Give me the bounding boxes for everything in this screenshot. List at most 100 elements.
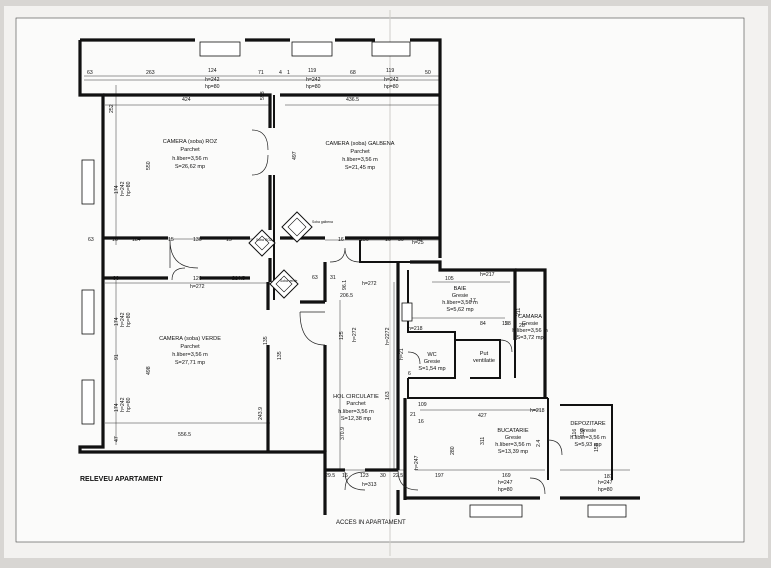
- window-bucatarie: [469, 504, 523, 518]
- svg-text:28: 28: [505, 321, 511, 327]
- svg-text:370.9: 370.9: [340, 427, 346, 440]
- doors: [169, 129, 563, 495]
- room-put-label: Put ventilatie: [473, 351, 495, 364]
- svg-text:S=27,71 mp: S=27,71 mp: [175, 360, 205, 366]
- svg-text:Gresie: Gresie: [580, 428, 596, 434]
- svg-text:S=1,54 mp: S=1,54 mp: [418, 366, 445, 372]
- svg-text:96: 96: [113, 276, 119, 282]
- svg-text:h=217: h=217: [480, 272, 495, 278]
- svg-text:109: 109: [418, 402, 427, 408]
- svg-text:h.liber=3,56 m: h.liber=3,56 m: [338, 409, 374, 415]
- dimensions-verde: 135 556.5 174 h=242 hp=80 91 498 174 h=2…: [114, 312, 283, 442]
- svg-text:550: 550: [146, 161, 152, 170]
- svg-text:211: 211: [516, 308, 522, 316]
- svg-text:28: 28: [519, 323, 525, 329]
- svg-text:Parchet: Parchet: [180, 344, 200, 350]
- svg-text:243.9: 243.9: [258, 407, 264, 420]
- svg-text:BUCATARIE: BUCATARIE: [497, 428, 528, 434]
- svg-text:S=13,39 mp: S=13,39 mp: [498, 449, 528, 455]
- walls: [78, 38, 640, 515]
- svg-text:427: 427: [478, 413, 487, 419]
- svg-text:h.liber=3,56 m: h.liber=3,56 m: [172, 352, 208, 358]
- svg-text:15: 15: [168, 237, 174, 243]
- svg-text:CAMERA (soba) GALBENA: CAMERA (soba) GALBENA: [325, 141, 394, 147]
- svg-text:263: 263: [146, 70, 155, 76]
- svg-text:ventilatie: ventilatie: [473, 358, 495, 364]
- svg-text:h=242: h=242: [120, 397, 126, 412]
- svg-text:15: 15: [502, 321, 508, 327]
- svg-text:174: 174: [114, 403, 120, 412]
- svg-text:116: 116: [572, 429, 578, 437]
- svg-text:105: 105: [445, 276, 454, 282]
- svg-text:h=21: h=21: [399, 348, 405, 360]
- room-verde-label: CAMERA (soba) VERDE Parchet h.liber=3,56…: [159, 336, 221, 366]
- svg-text:174: 174: [114, 317, 120, 326]
- svg-text:h.liber=3,56 m: h.liber=3,56 m: [342, 157, 378, 163]
- svg-text:h.liber=3,56 m: h.liber=3,56 m: [512, 328, 548, 334]
- svg-text:Parchet: Parchet: [346, 401, 366, 407]
- svg-text:h=242: h=242: [306, 77, 321, 83]
- svg-text:h.liber=3,56 m: h.liber=3,56 m: [442, 300, 478, 306]
- window-galbena-1: [291, 41, 333, 57]
- svg-text:136: 136: [360, 237, 369, 243]
- svg-text:h=2272: h=2272: [385, 327, 391, 345]
- svg-text:558: 558: [260, 91, 266, 100]
- window-roz-side: [81, 159, 95, 205]
- svg-text:174: 174: [114, 185, 120, 194]
- plan-title: RELEVEU APARTAMENT: [80, 476, 163, 483]
- window-verde-2: [81, 379, 95, 425]
- svg-text:91: 91: [114, 354, 120, 360]
- svg-text:184: 184: [132, 237, 141, 243]
- svg-text:S=26,62 mp: S=26,62 mp: [175, 164, 205, 170]
- svg-text:h=218: h=218: [530, 408, 545, 414]
- room-wc-label: WC Gresie S=1,54 mp: [418, 352, 445, 372]
- svg-text:126: 126: [193, 276, 202, 282]
- svg-text:498: 498: [146, 366, 152, 375]
- svg-text:h=247: h=247: [414, 455, 420, 470]
- svg-text:21: 21: [410, 412, 416, 418]
- dimensions-lower: 109 427 21 h=218 16 280 311 169 2.4 h=24…: [325, 402, 613, 493]
- svg-text:214.5: 214.5: [232, 276, 245, 282]
- svg-text:119: 119: [580, 429, 586, 437]
- svg-text:Gresie: Gresie: [505, 435, 521, 441]
- svg-text:63: 63: [312, 275, 318, 281]
- svg-text:119: 119: [308, 68, 316, 74]
- svg-text:29.5: 29.5: [325, 473, 335, 479]
- svg-text:hp=80: hp=80: [306, 84, 321, 90]
- svg-text:Gresie: Gresie: [424, 359, 440, 365]
- svg-text:CAMARA: CAMARA: [518, 314, 542, 320]
- frame-border: [15, 17, 745, 543]
- svg-text:280: 280: [450, 446, 456, 455]
- stove-label-verde: Soba verde: [280, 279, 297, 283]
- svg-text:h=272: h=272: [362, 281, 377, 287]
- svg-text:252: 252: [109, 104, 115, 113]
- dimensions-hol: 125 h=272 370.9 h=2272 h=21 163 6: [339, 327, 411, 440]
- svg-text:17: 17: [470, 298, 476, 304]
- svg-text:63: 63: [88, 237, 94, 243]
- dimensions-roz: 424 252 550 174 h=242 hp=80 63 16 184 15…: [88, 91, 266, 243]
- svg-text:h=242: h=242: [120, 181, 126, 196]
- svg-text:Gresie: Gresie: [522, 321, 538, 327]
- svg-text:16: 16: [112, 237, 118, 243]
- svg-text:4: 4: [279, 70, 282, 76]
- svg-text:47: 47: [114, 436, 120, 442]
- svg-text:DEPOZITARE: DEPOZITARE: [570, 421, 606, 427]
- svg-text:hp=80: hp=80: [126, 181, 132, 196]
- svg-text:CAMERA (soba) ROZ: CAMERA (soba) ROZ: [163, 139, 218, 145]
- svg-text:16: 16: [338, 237, 344, 243]
- svg-text:h=242: h=242: [205, 77, 220, 83]
- svg-text:BAIE: BAIE: [454, 286, 467, 292]
- svg-text:2.4: 2.4: [536, 440, 542, 447]
- svg-text:16: 16: [418, 419, 424, 425]
- window-depozitare: [587, 504, 627, 518]
- stove-label-roz: Soba ROZ: [256, 238, 272, 242]
- svg-text:hp=80: hp=80: [126, 312, 132, 327]
- svg-text:S=3,72 mp: S=3,72 mp: [516, 335, 543, 341]
- room-bucatarie-label: BUCATARIE Gresie h.liber=3,56 m S=13,39 …: [495, 428, 531, 455]
- svg-text:311: 311: [480, 437, 486, 445]
- svg-text:h=25: h=25: [412, 240, 424, 246]
- svg-text:124: 124: [208, 68, 217, 74]
- svg-text:16: 16: [342, 473, 348, 479]
- svg-text:125: 125: [339, 331, 345, 340]
